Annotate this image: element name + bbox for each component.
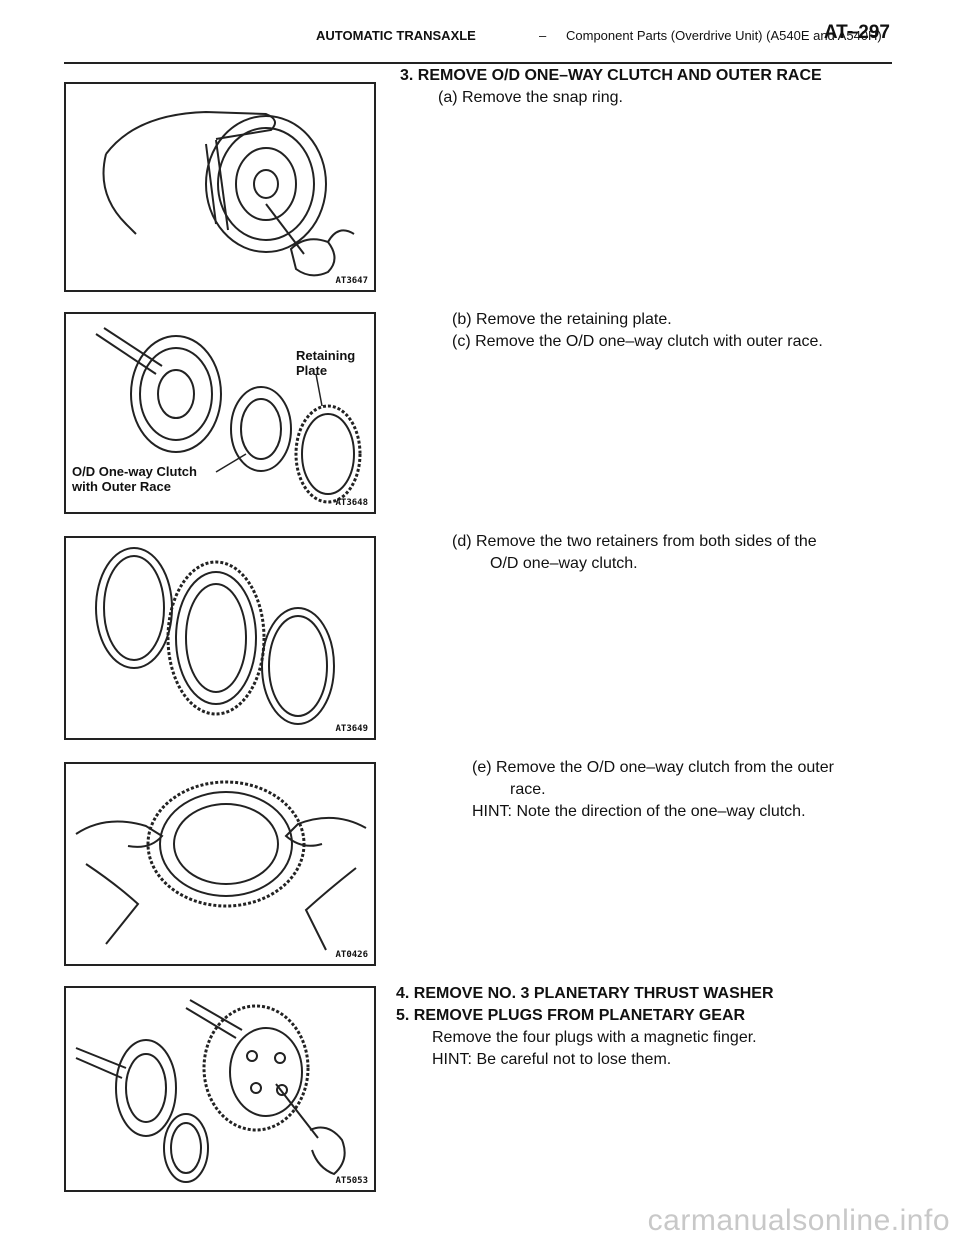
outer-race-illustration [75, 780, 367, 951]
step-3e-line-2: race. [510, 781, 546, 798]
figure-code: AT3649 [335, 724, 368, 734]
figure-snap-ring: AT3647 [64, 82, 376, 292]
figure-code: AT5053 [335, 1176, 368, 1186]
figure-code: AT0426 [335, 950, 368, 960]
header-subtitle: Component Parts (Overdrive Unit) (A540E … [566, 28, 882, 43]
planetary-plugs-illustration [75, 999, 346, 1183]
page-header: AUTOMATIC TRANSAXLE – Component Parts (O… [64, 22, 892, 64]
step-5-body: Remove the four plugs with a magnetic fi… [432, 1029, 757, 1046]
figure-code: AT3647 [335, 276, 368, 286]
figure-retaining-plate: Retaining Plate O/D One-way Clutch with … [64, 312, 376, 514]
step-3b: (b) Remove the retaining plate. [452, 311, 672, 328]
step-5-hint: HINT: Be careful not to lose them. [432, 1051, 672, 1068]
figure-planetary-plugs: AT5053 [64, 986, 376, 1192]
header-section: AUTOMATIC TRANSAXLE [316, 28, 476, 43]
retainers-illustration [95, 547, 335, 725]
step-3-title: 3. REMOVE O/D ONE–WAY CLUTCH AND OUTER R… [400, 67, 822, 84]
snap-ring-illustration [102, 110, 355, 277]
step-4-title: 4. REMOVE NO. 3 PLANETARY THRUST WASHER [396, 985, 774, 1002]
step-3c: (c) Remove the O/D one–way clutch with o… [452, 333, 823, 350]
retaining-plate-illustration [95, 327, 362, 504]
header-dash: – [539, 28, 547, 43]
step-3d-line-1: (d) Remove the two retainers from both s… [452, 533, 817, 550]
watermark: carmanualsonline.info [647, 1204, 950, 1237]
figure-outer-race: AT0426 [64, 762, 376, 966]
step-3d-line-2: O/D one–way clutch. [490, 555, 638, 572]
step-5-title: 5. REMOVE PLUGS FROM PLANETARY GEAR [396, 1007, 746, 1024]
step-3e-hint: HINT: Note the direction of the one–way … [472, 803, 806, 820]
figure-retainers: AT3649 [64, 536, 376, 740]
step-3a: (a) Remove the snap ring. [438, 89, 623, 106]
callout-retaining-plate: Retaining Plate [296, 348, 356, 378]
figure-code: AT3648 [335, 498, 368, 508]
step-3e-line-1: (e) Remove the O/D one–way clutch from t… [472, 759, 834, 776]
page-number: AT–297 [823, 22, 890, 43]
callout-one-way-clutch: O/D One-way Clutch with Outer Race [72, 464, 197, 494]
